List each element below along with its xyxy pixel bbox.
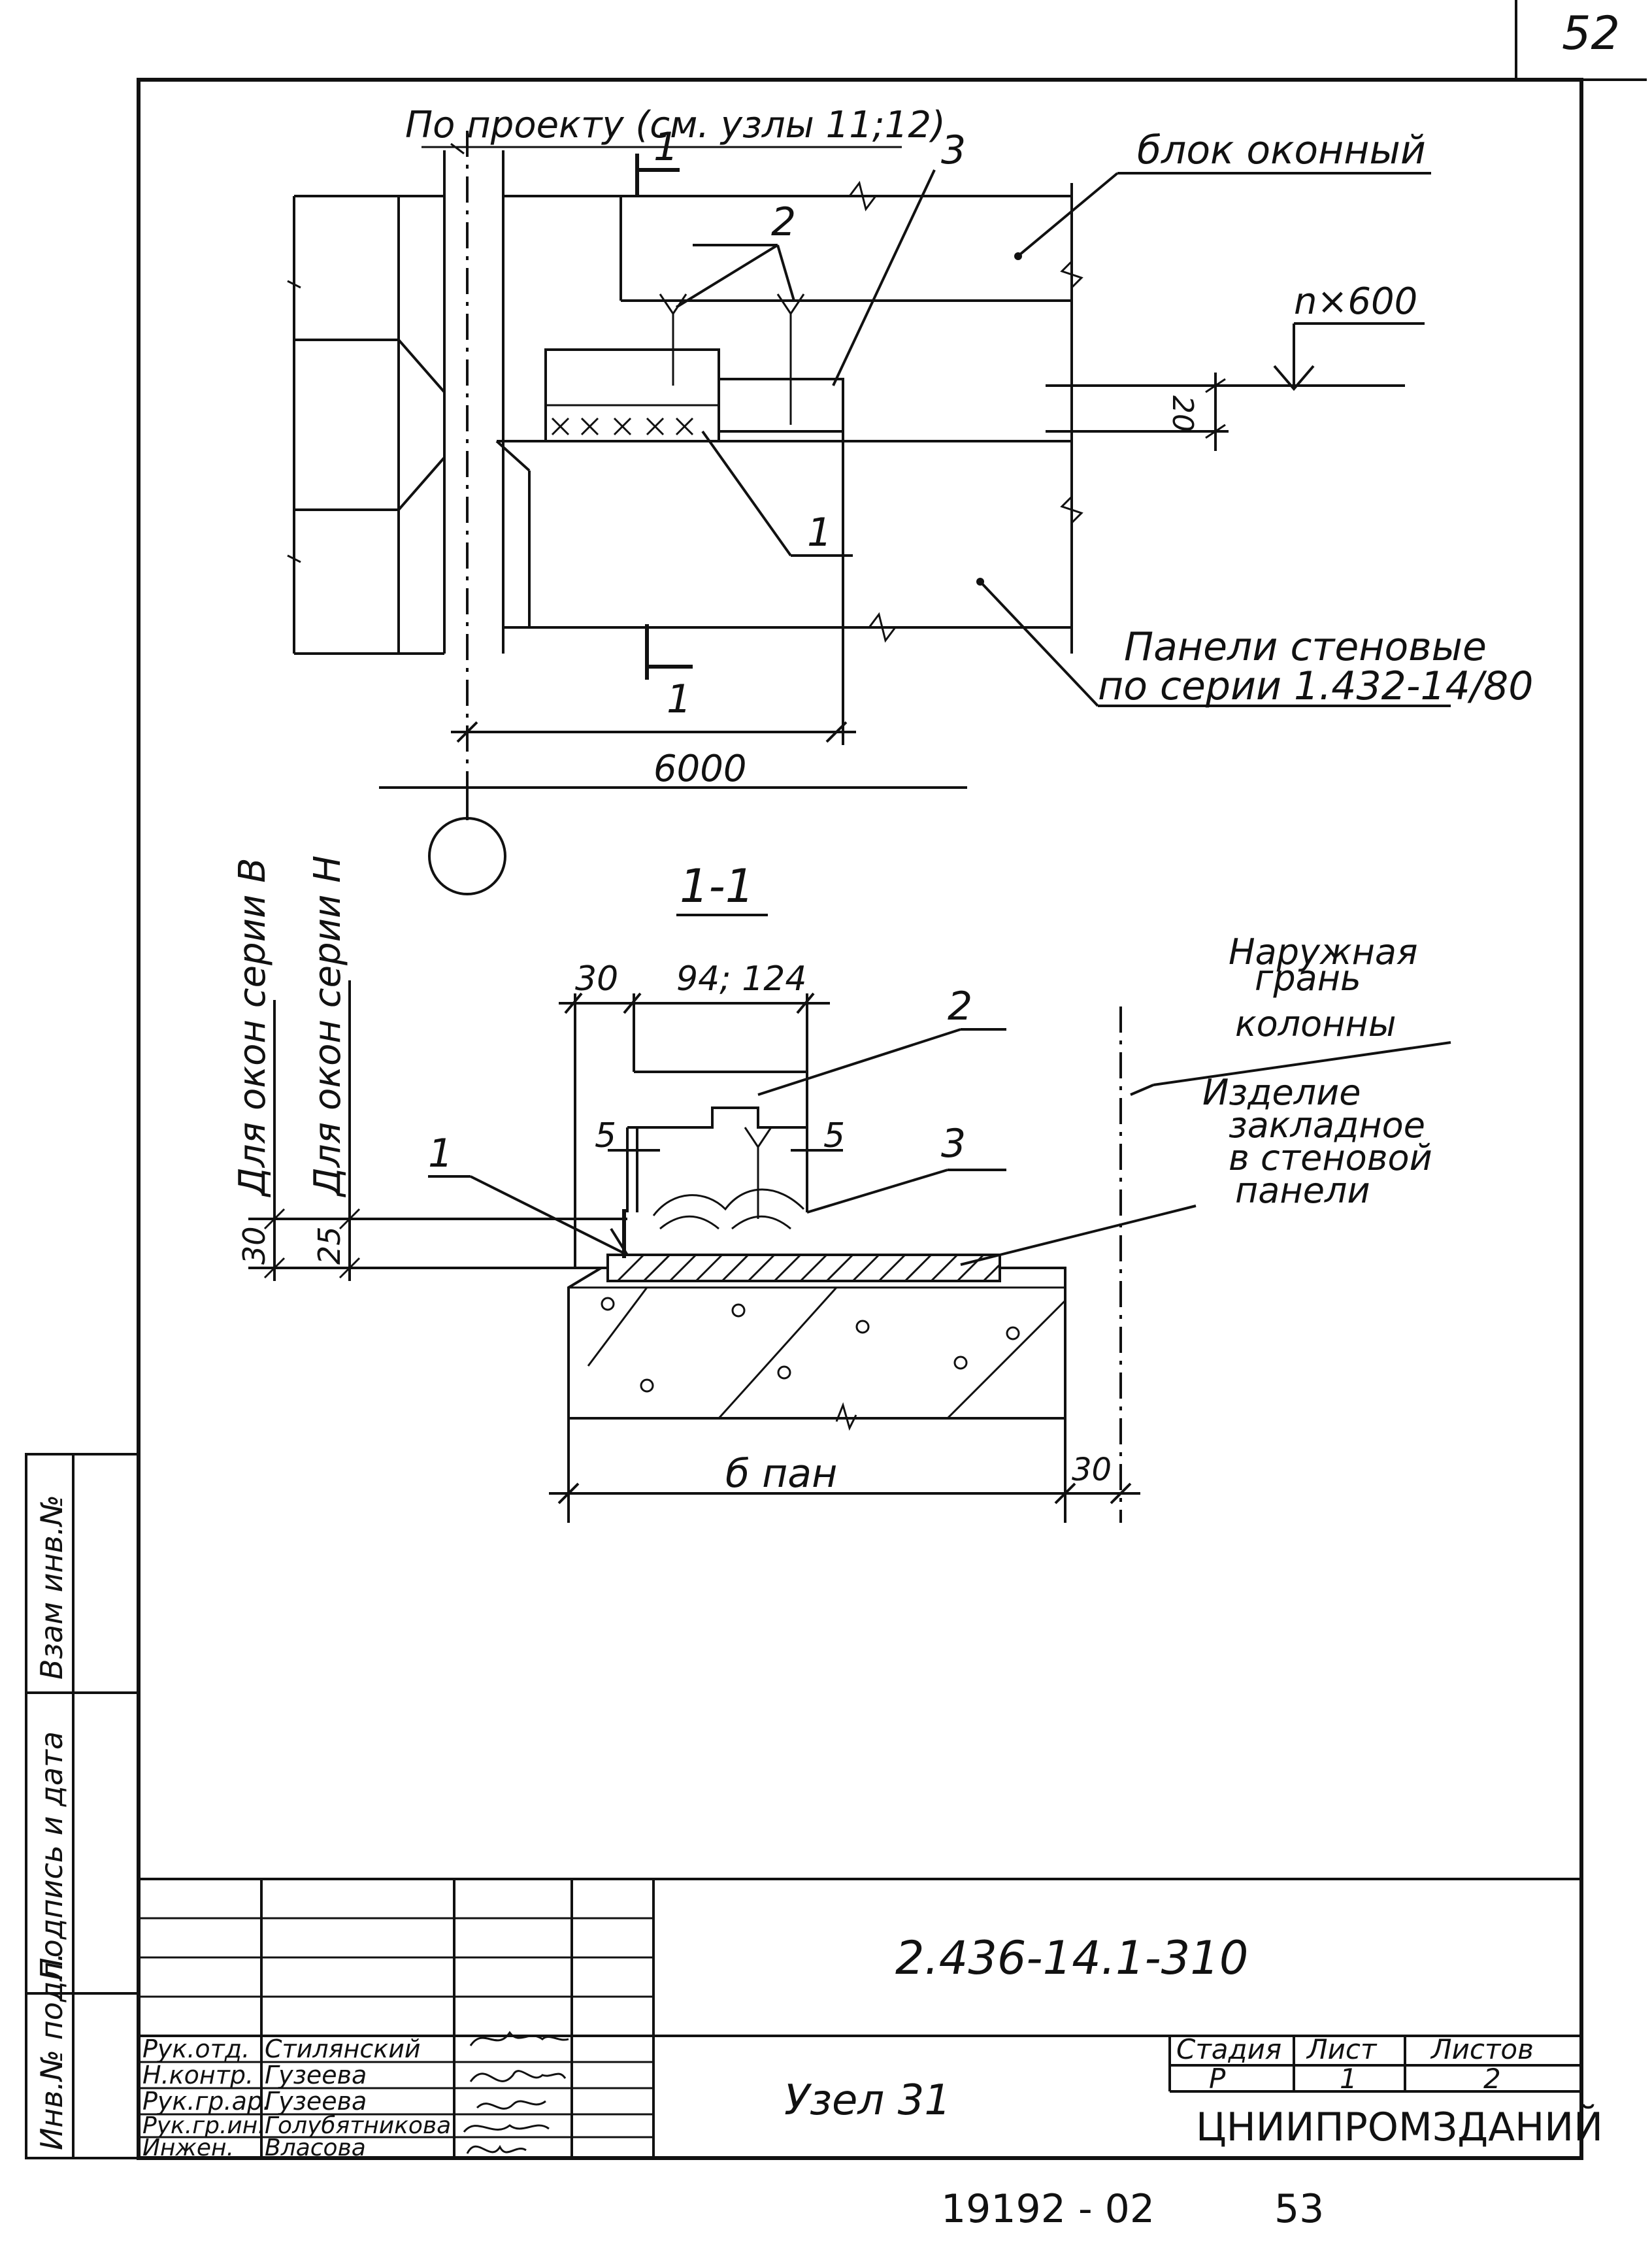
section-dim-30-left: 30 (237, 1226, 272, 1265)
signature (469, 2070, 567, 2082)
title-block-row-role: Рук.отд. (142, 2035, 250, 2063)
title-block-row-name: Голубятникова (265, 2112, 451, 2139)
title-block-row-name: Гузеева (265, 2087, 367, 2116)
drawing-border (137, 78, 1583, 2160)
title-block-doc-code: 2.436-14.1-310 (895, 1931, 1248, 1985)
section-callout-embed-2: закладное (1229, 1105, 1425, 1146)
section-view: 1-1 30 94; 124 5 5 2 3 (231, 856, 1451, 1523)
section-callout-column-2: грань (1255, 957, 1361, 999)
page-number: 52 (1562, 7, 1620, 60)
side-stamp-inv-original: Инв.№ подл. (34, 1952, 69, 2150)
plan-dim-6000: 6000 (653, 748, 747, 790)
section-callout-embed-1: Изделие (1202, 1072, 1361, 1113)
section-marker-3: 3 (941, 1121, 966, 1167)
section-dim-30-top: 30 (575, 959, 618, 999)
section-dim-5-left: 5 (595, 1116, 616, 1156)
title-block-row-name: Стилянский (265, 2035, 421, 2063)
title-block-title: Узел 31 (784, 2076, 951, 2125)
section-callout-embed-3: в стеновой (1229, 1137, 1432, 1178)
title-block-row-name: Власова (265, 2135, 366, 2161)
section-vertical-label-v: Для окон серии В (231, 857, 274, 1198)
title-block-organization: ЦНИИПРОМЗДАНИЙ (1196, 2103, 1603, 2150)
plan-marker-1: 1 (807, 510, 832, 556)
plan-view: 2 3 1 1 1 По проекту (см. узлы 11;12) бл… (287, 104, 1533, 895)
sheet-frame: 52 (137, 0, 1647, 2160)
section-dim-94-124: 94; 124 (676, 959, 806, 999)
plan-callout-panels-line2: по серии 1.432-14/80 (1098, 663, 1533, 709)
side-stamp: Взам инв.№ Подпись и дата Инв.№ подл. (25, 1453, 140, 2159)
title-block-row-role: Рук.гр.ар. (142, 2087, 271, 2116)
side-stamp-sign-date: Подпись и дата (34, 1731, 69, 1980)
section-dim-25-left: 25 (312, 1226, 347, 1265)
title-block-row-name: Гузеева (265, 2061, 367, 2089)
signature (466, 2144, 527, 2154)
plan-section-mark-bottom: 1 (667, 676, 691, 722)
title-block-sheet-header: Лист (1306, 2033, 1378, 2065)
title-block-sheets-header: Листов (1430, 2033, 1534, 2065)
title-block-sheets-value: 2 (1483, 2063, 1501, 2095)
section-title: 1-1 (680, 859, 754, 913)
title-block-row-role: Инжен. (142, 2135, 234, 2161)
footer-archive-number: 19192 - 02 (941, 2186, 1155, 2232)
plan-dim-n600: n×600 (1294, 280, 1417, 323)
section-callout-embed-4: панели (1235, 1170, 1370, 1211)
title-block-stage-value: Р (1209, 2063, 1226, 2095)
section-marker-2: 2 (948, 984, 972, 1029)
title-block: 2.436-14.1-310 Узел 31 Стадия Лист Листо… (139, 1878, 1603, 2161)
plan-marker-3: 3 (941, 127, 966, 173)
signature (476, 2100, 546, 2110)
section-callout-column-1: Наружная (1229, 931, 1417, 973)
section-dim-b-pan: б пан (725, 1451, 837, 1497)
title-block-row-role: Рук.гр.ин. (142, 2112, 265, 2139)
footer-page: 53 (1274, 2186, 1324, 2232)
section-vertical-label-n: Для окон серии Н (306, 856, 349, 1198)
plan-callout-project: По проекту (см. узлы 11;12) (405, 104, 946, 146)
title-block-row-role: Н.контр. (142, 2061, 254, 2089)
plan-callout-panels-line1: Панели стеновые (1124, 624, 1487, 670)
section-marker-1: 1 (428, 1131, 453, 1176)
signature (469, 2031, 569, 2046)
title-block-sheet-value: 1 (1340, 2063, 1357, 2095)
side-stamp-replace-inv: Взам инв.№ (34, 1495, 69, 1680)
section-callout-column-3: колонны (1235, 1003, 1396, 1044)
title-block-stage-header: Стадия (1176, 2033, 1281, 2065)
plan-marker-2: 2 (771, 199, 796, 245)
section-dim-30-right: 30 (1072, 1452, 1112, 1488)
plan-callout-window-block: блок оконный (1137, 127, 1426, 173)
plan-dim-20: 20 (1166, 395, 1199, 432)
grid-axis-bubble (428, 817, 506, 895)
signature (463, 2124, 550, 2133)
section-dim-5-right: 5 (823, 1116, 845, 1156)
